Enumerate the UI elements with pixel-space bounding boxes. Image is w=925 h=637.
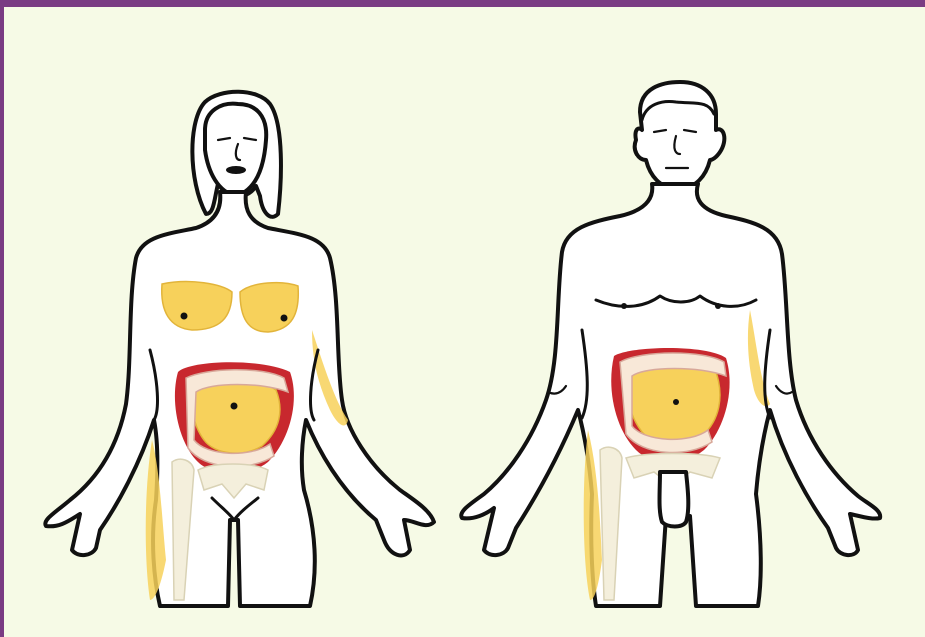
female-mouth	[226, 166, 246, 174]
female-navel	[231, 403, 238, 410]
male-nipple-right	[715, 303, 721, 309]
female-nipple-left	[181, 313, 188, 320]
male-genitals	[660, 472, 689, 527]
male-head	[635, 82, 725, 190]
female-abdominal-fat	[192, 380, 280, 453]
male-nipple-left	[621, 303, 627, 309]
female-figure	[45, 92, 434, 606]
male-navel	[673, 399, 679, 405]
male-figure	[461, 82, 880, 606]
female-nipple-right	[281, 315, 288, 322]
